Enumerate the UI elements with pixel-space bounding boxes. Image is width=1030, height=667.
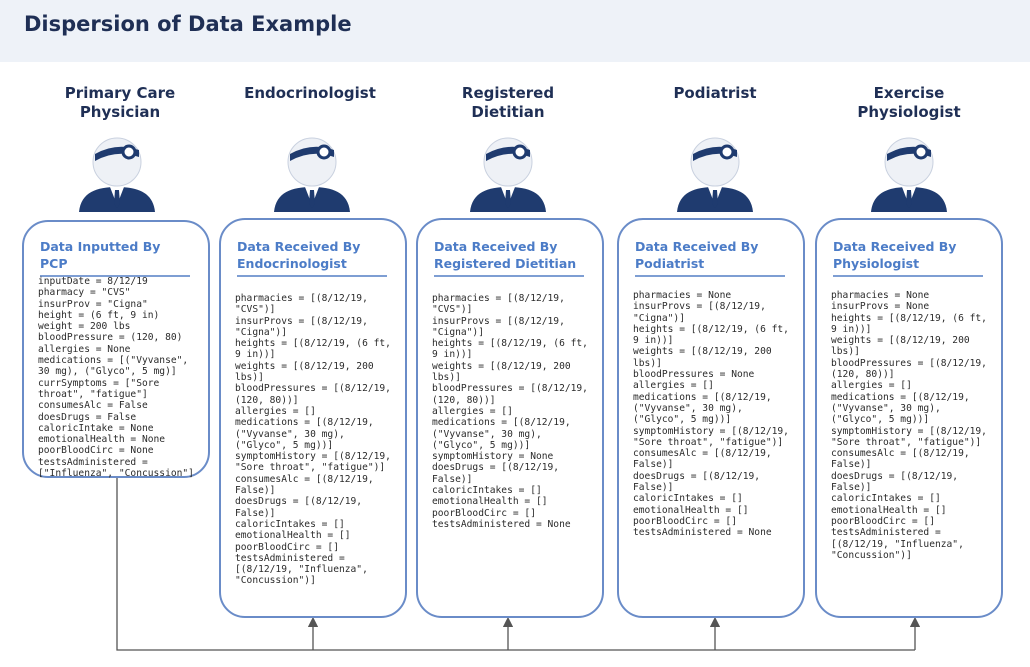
role-exercise-physiologist: Exercise Physiologist <box>857 84 961 121</box>
doctor-avatar-icon <box>871 137 947 212</box>
data-line: symptomHistory = [(8/12/19, "Sore throat… <box>633 425 795 448</box>
data-line: inputDate = 8/12/19 <box>38 276 148 287</box>
data-line: caloricIntakes = [] <box>432 485 542 497</box>
data-line: allergies = [] <box>432 405 513 417</box>
data-line: heights = [(8/12/19, (6 ft, 9 in))] <box>235 338 397 361</box>
data-line: heights = [(8/12/19, (6 ft, 9 in))] <box>831 312 993 335</box>
data-line: caloricIntakes = [] <box>633 493 743 505</box>
data-line: emotionalHealth = None <box>38 434 166 446</box>
data-line: weight = 200 lbs <box>38 321 131 333</box>
card-endocrinologist: Data Received By Endocrinologist pharmac… <box>219 218 407 618</box>
data-line: caloricIntake = None <box>38 422 154 434</box>
doctor-avatar-icon <box>677 137 753 212</box>
card-body-endocrinologist: pharmacies = [(8/12/19, "CVS")]insurProv… <box>235 293 399 587</box>
data-line: poorBloodCirc = [] <box>235 541 339 553</box>
data-line: doesDrugs = [(8/12/19, False)] <box>235 496 368 519</box>
doctor-avatar-icon <box>274 137 350 212</box>
data-line: symptomHistory = [(8/12/19, "Sore throat… <box>831 425 993 448</box>
data-line: medications = [("Vyvanse", 30 mg), ("Gly… <box>38 355 194 378</box>
role-podiatrist: Podiatrist <box>673 84 757 102</box>
data-line: doesDrugs = [(8/12/19, False)] <box>432 462 565 485</box>
card-title-dietitian: Data Received By Registered Dietitian <box>434 238 584 277</box>
data-line: testsAdministered = None <box>432 518 571 530</box>
role-primary-care-physician: Primary Care Physician <box>64 84 176 121</box>
data-line: bloodPressures = [(8/12/19, (120, 80))] <box>235 383 397 406</box>
data-line: emotionalHealth = [] <box>235 530 351 542</box>
data-line: poorBloodCirc = [] <box>633 515 737 527</box>
data-line: symptomHistory = None <box>432 451 554 463</box>
data-line: consumesAlc = [(8/12/19, False)] <box>235 473 380 497</box>
data-line: pharmacies = None <box>633 290 732 301</box>
data-line: insurProvs = [(8/12/19, "Cigna")] <box>432 315 571 338</box>
doctor-avatar-icon <box>79 137 155 212</box>
card-body-dietitian: pharmacies = [(8/12/19, "CVS")]insurProv… <box>432 293 596 530</box>
connector-bus <box>116 477 915 651</box>
data-line: weights = [(8/12/19, 200 lbs)] <box>831 335 976 358</box>
card-title-podiatrist: Data Received By Podiatrist <box>635 238 785 277</box>
data-line: weights = [(8/12/19, 200 lbs)] <box>235 360 380 384</box>
data-line: pharmacies = None <box>831 290 930 301</box>
page-title: Dispersion of Data Example <box>24 12 352 36</box>
data-line: poorBloodCirc = [] <box>831 515 935 527</box>
data-line: bloodPressure = (120, 80) <box>38 332 183 344</box>
data-line: testsAdministered = [(8/12/19, "Influenz… <box>235 552 374 587</box>
data-line: insurProvs = None <box>831 301 930 313</box>
data-line: weights = [(8/12/19, 200 lbs)] <box>633 346 778 369</box>
card-dietitian: Data Received By Registered Dietitian ph… <box>416 218 604 618</box>
data-line: bloodPressures = [(8/12/19, (120, 80))] <box>432 383 594 406</box>
data-line: poorBloodCirc = [] <box>432 507 536 519</box>
data-line: testsAdministered = None <box>633 527 772 539</box>
data-line: pharmacies = [(8/12/19, "CVS")] <box>432 293 571 316</box>
data-line: symptomHistory = [(8/12/19, "Sore throat… <box>235 451 397 474</box>
data-line: allergies = [] <box>831 380 912 392</box>
data-line: testsAdministered = ["Influenza", "Concu… <box>38 456 194 480</box>
data-line: bloodPressures = None <box>633 369 755 381</box>
data-line: medications = [(8/12/19, ("Vyvanse", 30 … <box>235 417 380 451</box>
data-line: emotionalHealth = [] <box>831 504 947 516</box>
data-line: heights = [(8/12/19, (6 ft, 9 in))] <box>432 338 594 361</box>
data-line: consumesAlc = [(8/12/19, False)] <box>831 448 976 471</box>
data-line: height = (6 ft, 9 in) <box>38 309 160 321</box>
data-line: doesDrugs = False <box>38 411 137 423</box>
data-line: pharmacies = [(8/12/19, "CVS")] <box>235 293 374 316</box>
data-line: allergies = [] <box>235 405 316 417</box>
data-line: insurProvs = [(8/12/19, "Cigna")] <box>235 315 374 338</box>
card-title-endocrinologist: Data Received By Endocrinologist <box>237 238 387 277</box>
data-line: consumesAlc = False <box>38 400 148 412</box>
data-line: pharmacy = "CVS" <box>38 287 131 299</box>
header-bar: Dispersion of Data Example <box>0 0 1030 62</box>
card-podiatrist: Data Received By Podiatrist pharmacies =… <box>617 218 805 618</box>
data-line: bloodPressures = [(8/12/19, (120, 80))] <box>831 357 993 381</box>
data-line: allergies = None <box>38 343 131 355</box>
data-line: emotionalHealth = [] <box>432 496 548 508</box>
data-line: consumesAlc = [(8/12/19, False)] <box>633 448 778 471</box>
card-physiologist: Data Received By Physiologist pharmacies… <box>815 218 1003 618</box>
card-title-pcp: Data Inputted By PCP <box>40 238 190 277</box>
data-line: heights = [(8/12/19, (6 ft, 9 in))] <box>633 323 795 347</box>
data-line: allergies = [] <box>633 380 714 392</box>
data-line: weights = [(8/12/19, 200 lbs)] <box>432 360 577 384</box>
doctor-avatar-icon <box>470 137 546 212</box>
data-line: caloricIntakes = [] <box>831 493 941 505</box>
role-registered-dietitian: Registered Dietitian <box>461 84 555 121</box>
data-line: doesDrugs = [(8/12/19, False)] <box>831 470 964 494</box>
data-line: medications = [(8/12/19, ("Vyvanse", 30 … <box>432 417 577 451</box>
data-line: medications = [(8/12/19, ("Vyvanse", 30 … <box>633 391 778 426</box>
data-line: currSymptoms = ["Sore throat", "fatigue"… <box>38 377 166 400</box>
data-line: insurProv = "Cigna" <box>38 298 148 310</box>
role-endocrinologist: Endocrinologist <box>244 84 376 102</box>
card-title-physiologist: Data Received By Physiologist <box>833 238 983 277</box>
data-line: poorBloodCirc = None <box>38 445 154 457</box>
data-line: testsAdministered = [(8/12/19, "Influenz… <box>831 527 970 561</box>
data-line: doesDrugs = [(8/12/19, False)] <box>633 470 766 494</box>
data-line: caloricIntakes = [] <box>235 518 345 530</box>
card-pcp: Data Inputted By PCP inputDate = 8/12/19… <box>22 220 210 479</box>
data-line: medications = [(8/12/19, ("Vyvanse", 30 … <box>831 391 976 426</box>
data-line: emotionalHealth = [] <box>633 504 749 516</box>
data-line: insurProvs = [(8/12/19, "Cigna")] <box>633 301 772 324</box>
